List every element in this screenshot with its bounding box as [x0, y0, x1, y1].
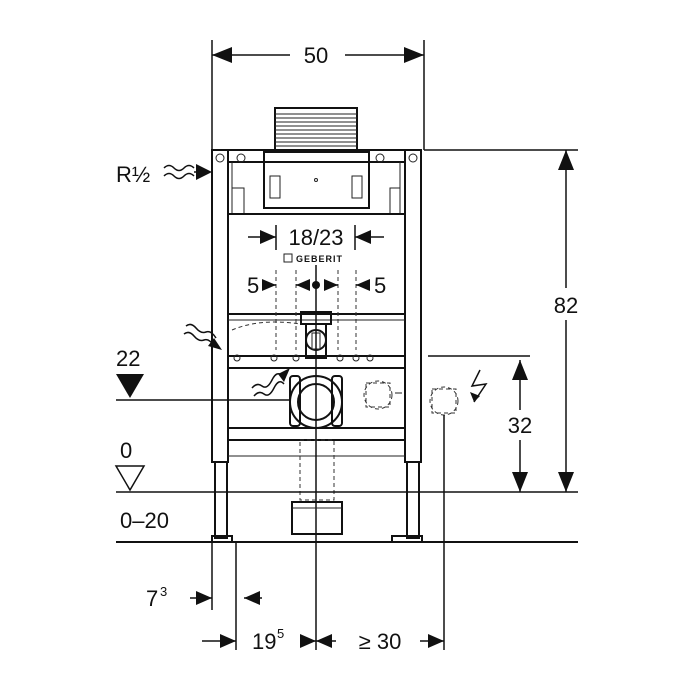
floor-range-label: 0–20 [120, 508, 169, 533]
waste-outlet [289, 375, 343, 535]
dim-offset-7-label: 7 [146, 586, 158, 611]
dimension-waste-height: 32 [428, 355, 532, 492]
dim-height-label: 82 [554, 293, 578, 318]
wave-arrow-icon-waste [251, 368, 290, 397]
dimension-offset-7: 7 3 [146, 542, 262, 650]
level-0-marker: 0 [114, 438, 578, 493]
dimension-clearance: ≥ 30 [316, 629, 444, 654]
dimension-flush-width: 18/23 [248, 225, 384, 250]
water-supply-label: R½ [116, 162, 150, 187]
brand-label: GEBERIT [296, 254, 343, 264]
flush-cistern-top [274, 107, 358, 153]
dim-side-right-label: 5 [374, 273, 386, 298]
level-22-marker: 22 [116, 346, 290, 401]
floor-range: 0–20 [116, 508, 578, 543]
electric-icon [470, 369, 488, 403]
dimension-offset-19: 19 5 [202, 626, 316, 654]
level-22-label: 22 [116, 346, 140, 371]
dim-width-label: 50 [304, 43, 328, 68]
dim-offset-19-sup: 5 [277, 626, 284, 641]
dim-offset-19-label: 19 [252, 629, 276, 654]
wave-arrow-icon [183, 323, 222, 350]
brand-mark: GEBERIT [283, 253, 343, 264]
dim-flush-label: 18/23 [288, 225, 343, 250]
installation-frame [211, 149, 423, 543]
dimension-width-top: 50 [211, 40, 425, 150]
level-0-label: 0 [120, 438, 132, 463]
dim-waste-label: 32 [508, 413, 532, 438]
electrical-box-outer [429, 386, 459, 650]
water-supply-indicator: R½ [116, 162, 212, 187]
dimension-side-spacing: 5 5 [247, 270, 386, 350]
dim-offset-7-sup: 3 [160, 584, 167, 599]
dimension-height-total: 82 [424, 149, 578, 492]
electrical-box-inner [363, 380, 402, 410]
dim-clearance-label: ≥ 30 [359, 629, 402, 654]
dim-side-left-label: 5 [247, 273, 259, 298]
